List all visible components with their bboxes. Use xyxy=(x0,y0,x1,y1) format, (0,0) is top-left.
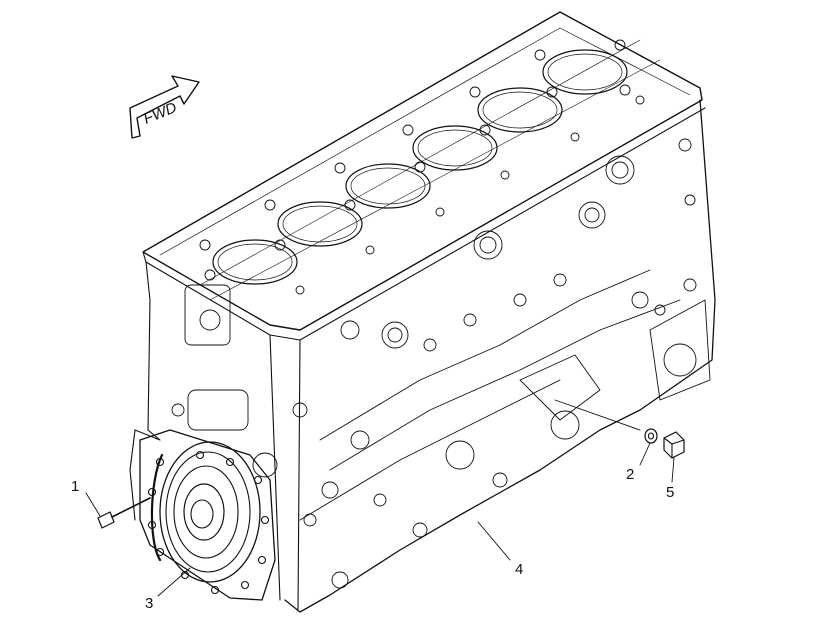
leader-line-3 xyxy=(157,567,191,597)
washer-part xyxy=(644,428,658,444)
deck-bolt-holes xyxy=(199,39,645,295)
leader-line-2 xyxy=(639,442,651,466)
leader-line-5 xyxy=(671,457,675,483)
plug-part xyxy=(663,431,685,459)
leader-line-1 xyxy=(85,492,101,517)
rear-seal-housing xyxy=(139,429,276,601)
callout-4: 4 xyxy=(515,561,524,578)
leader-line-2b xyxy=(554,399,641,431)
leader-lines xyxy=(85,399,675,597)
forward-arrow-icon: FWD xyxy=(129,75,200,139)
callout-3: 3 xyxy=(145,595,154,612)
cylinder-block xyxy=(129,11,716,613)
callout-1: 1 xyxy=(71,478,80,495)
bolt-part xyxy=(97,497,151,529)
leader-line-4 xyxy=(477,521,511,561)
callout-5: 5 xyxy=(666,484,675,501)
cylinder-bores xyxy=(212,49,628,285)
block-side-details xyxy=(171,138,711,589)
callout-2: 2 xyxy=(626,466,635,483)
